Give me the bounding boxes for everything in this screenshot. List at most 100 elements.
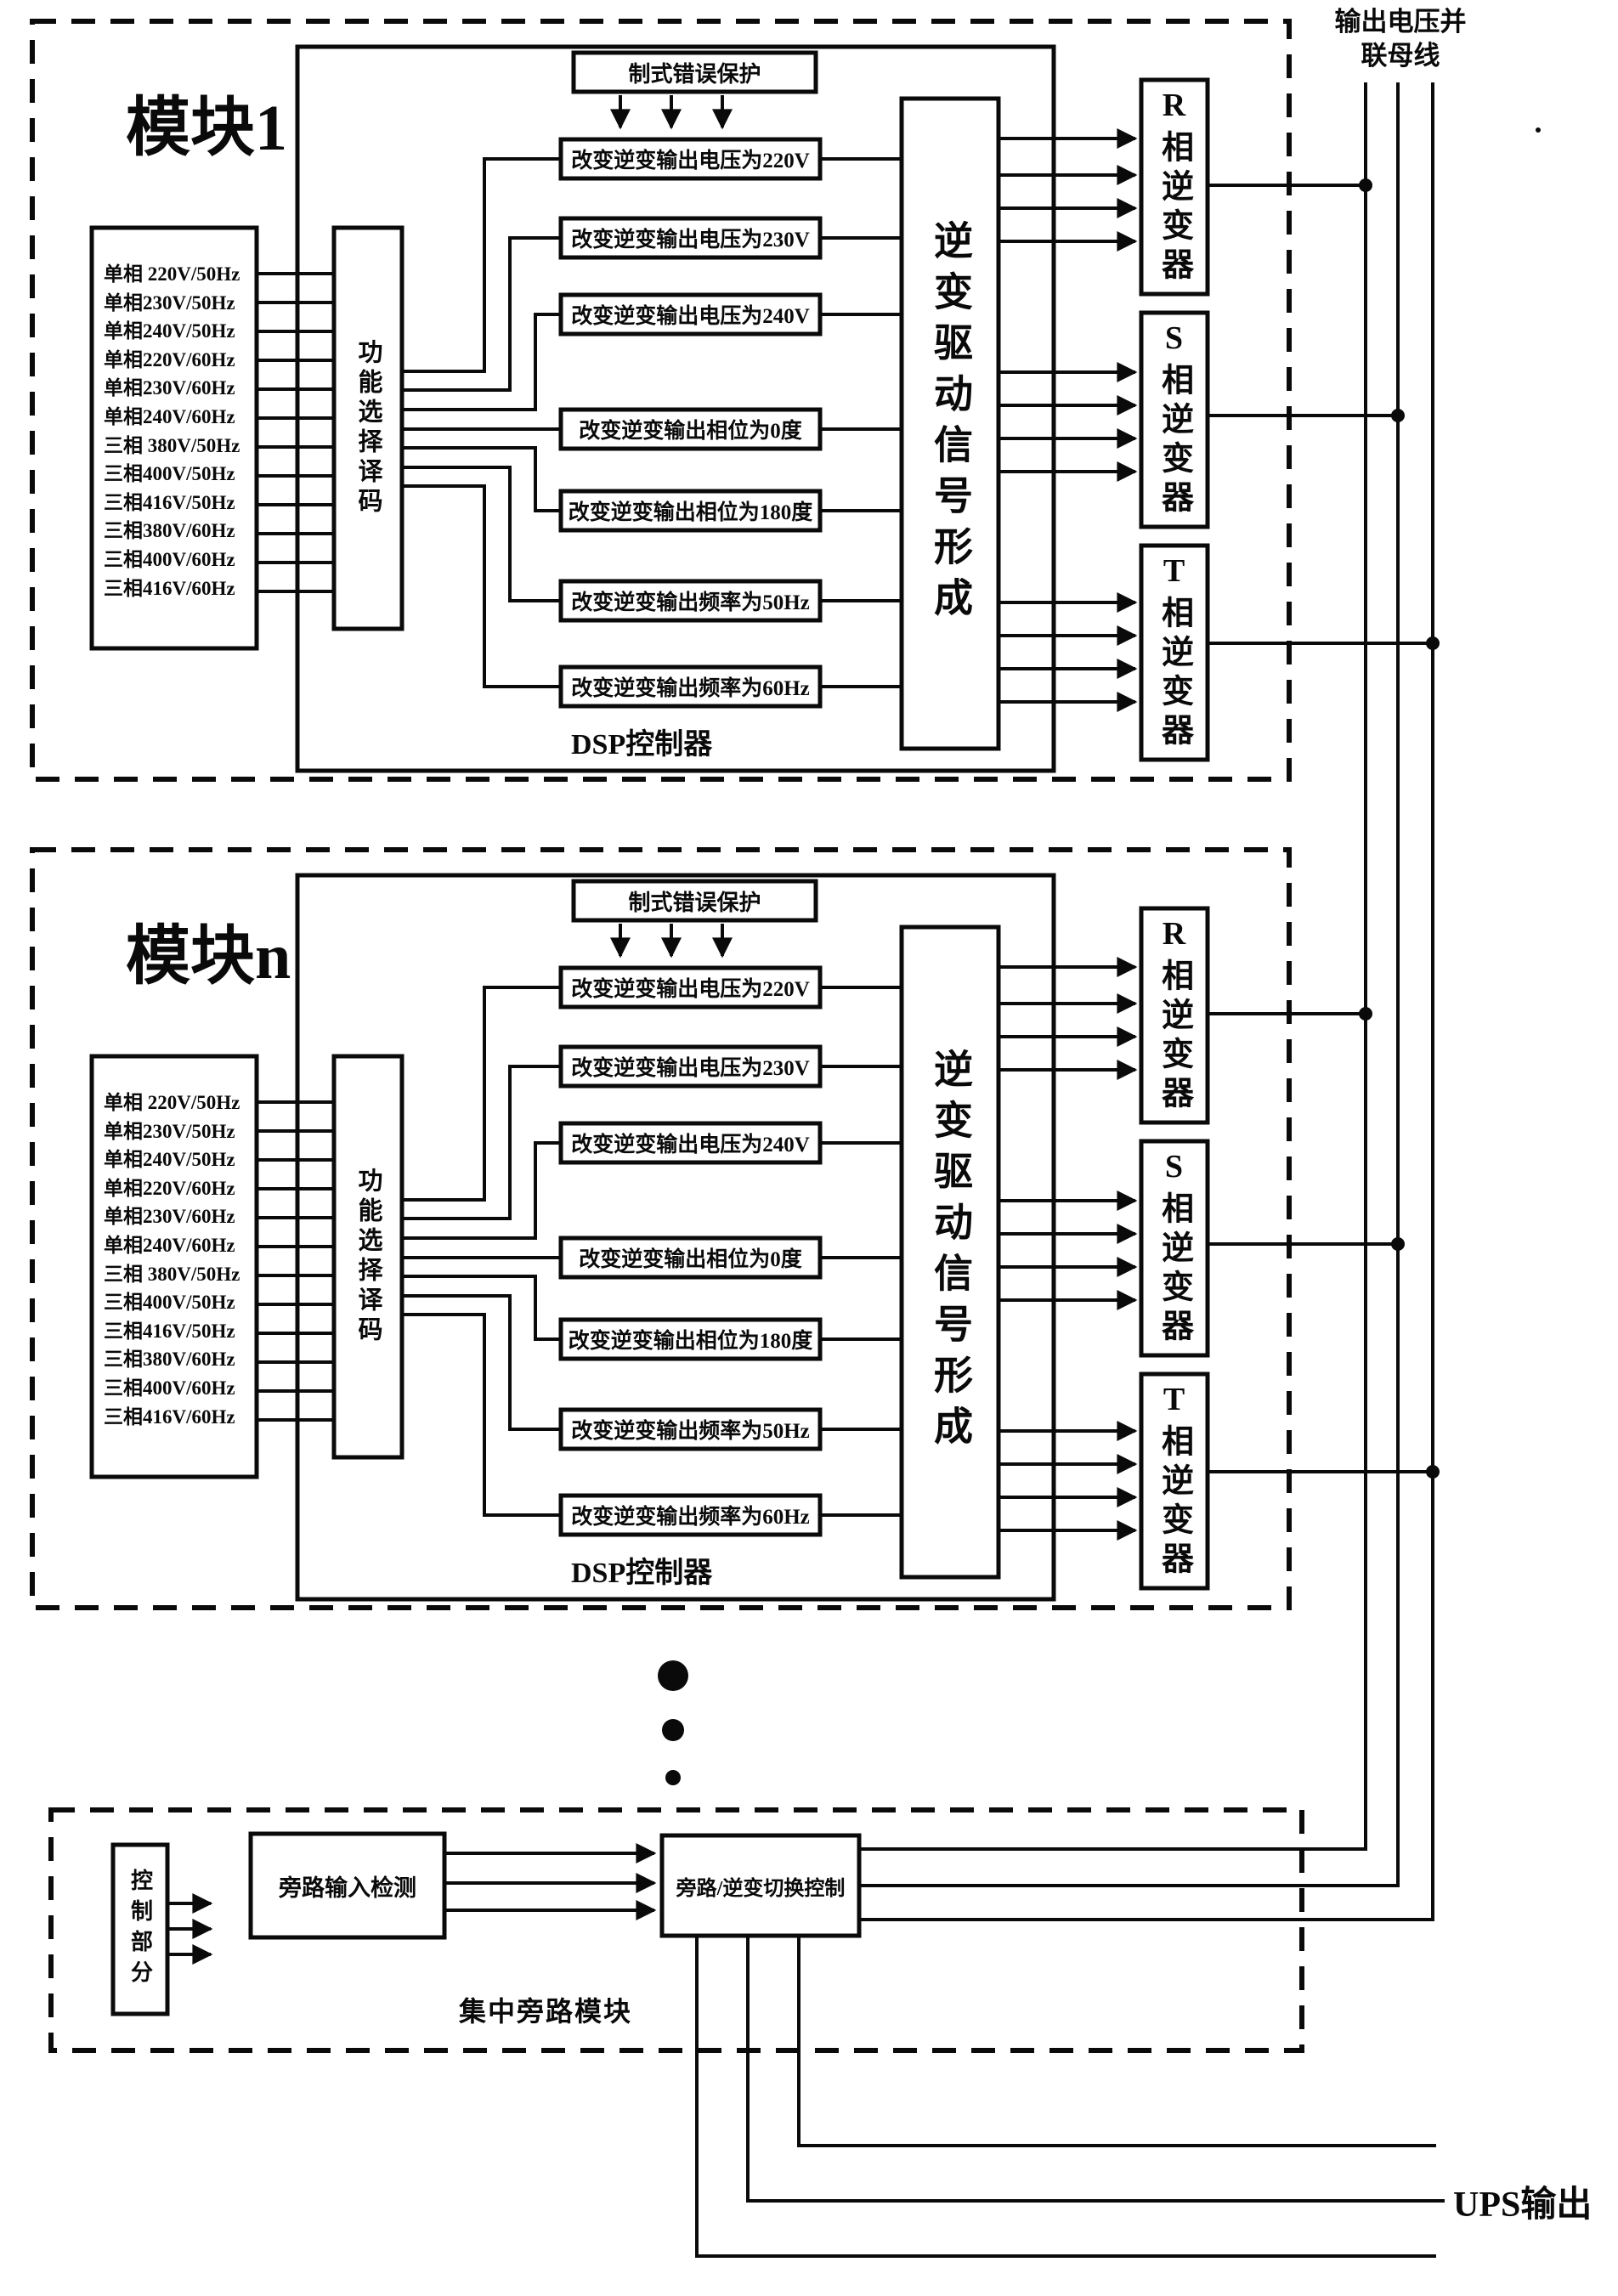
drive-signal-box: [899, 96, 1001, 751]
switch-output-line-ups: [746, 1936, 1445, 2203]
bypass-input-detect-box: [248, 1831, 447, 1940]
input-item: 单相220V/60Hz: [104, 1177, 235, 1199]
modulen-title: 模块n: [126, 921, 291, 992]
protection-box: [571, 50, 818, 94]
bypass-switch-control-box: [659, 1833, 862, 1938]
module-wiring: [30, 19, 1440, 782]
module1-driver-label-wrap: 逆变驱动信号形成: [902, 99, 999, 749]
module1-input-list: 单相 220V/50Hz 单相230V/50Hz 单相240V/50Hz 单相2…: [99, 260, 257, 602]
input-item: 三相416V/50Hz: [104, 1320, 235, 1342]
control-part-label: 控制部分: [127, 1868, 153, 1991]
function-label-60hz: 改变逆变输出频率为60Hz: [571, 1506, 810, 1529]
input-item: 三相 380V/50Hz: [104, 434, 240, 456]
bypass-dashed-frame: [48, 1807, 1304, 2053]
input-item: 单相230V/50Hz: [104, 1120, 235, 1142]
input-item: 三相380V/60Hz: [104, 1349, 235, 1371]
decoder-routing-lines: [402, 157, 561, 688]
function-label-240v: 改变逆变输出电压为240V: [571, 305, 810, 328]
module1-r-inverter-wrap: R相逆变器: [1141, 80, 1208, 294]
control-part-wrap: 控制部分: [113, 1845, 167, 2014]
module1-t-inverter-wrap: T相逆变器: [1141, 546, 1208, 760]
function-label-220v: 改变逆变输出电压为220V: [571, 150, 810, 172]
ellipsis-dot: [658, 1660, 688, 1691]
input-item: 单相240V/50Hz: [104, 1149, 235, 1171]
decoder-label: 功能选择译码: [354, 339, 382, 517]
input-item: 单相230V/60Hz: [104, 377, 235, 399]
function-label-240v: 改变逆变输出电压为240V: [571, 1134, 810, 1156]
input-item: 单相 220V/50Hz: [104, 263, 240, 285]
input-item: 单相230V/60Hz: [104, 1206, 235, 1228]
function-label-50hz: 改变逆变输出频率为50Hz: [571, 1420, 810, 1443]
s-inverter-label: S相逆变器: [1156, 1149, 1192, 1348]
decoder-label: 功能选择译码: [354, 1168, 382, 1346]
input-item: 三相416V/60Hz: [104, 577, 235, 599]
ellipsis-dot: [665, 1770, 681, 1785]
t-inverter-label: T相逆变器: [1156, 553, 1192, 752]
bypass-module-label: 集中旁路模块: [459, 1996, 633, 2027]
module1-title: 模块1: [126, 93, 287, 164]
function-label-phase0: 改变逆变输出相位为0度: [579, 420, 802, 443]
input-item: 三相 380V/50Hz: [104, 1263, 240, 1285]
switch-output-line-1: [797, 1936, 1436, 2147]
driver-label: 逆变驱动信号形成: [929, 1048, 972, 1456]
output-bus-lines: [859, 82, 1434, 1921]
bypass-module-wiring: [48, 1807, 1445, 2258]
modulen-decoder-label-wrap: 功能选择译码: [334, 1056, 402, 1457]
s-inverter-box: [1139, 310, 1210, 529]
bus-line-3: [859, 82, 1434, 1921]
bypass-switch-control-label: 旁路/逆变切换控制: [676, 1877, 846, 1900]
module1-s-inverter-wrap: S相逆变器: [1141, 313, 1208, 527]
output-bus-label-line2: 联母线: [1361, 41, 1440, 71]
ellipsis-dot: [662, 1719, 684, 1741]
function-label-220v: 改变逆变输出电压为220V: [571, 978, 810, 1001]
modulen-r-inverter-wrap: R相逆变器: [1141, 908, 1208, 1123]
function-label-50hz: 改变逆变输出频率为50Hz: [571, 591, 810, 614]
input-item: 三相400V/60Hz: [104, 1377, 235, 1399]
function-label-230v: 改变逆变输出电压为230V: [571, 1057, 810, 1080]
input-item: 单相240V/50Hz: [104, 320, 235, 342]
print-artifact-dot: [1536, 127, 1541, 133]
r-inverter-label: R相逆变器: [1156, 88, 1192, 286]
ups-output-label: UPS输出: [1453, 2186, 1593, 2225]
s-inverter-label: S相逆变器: [1156, 320, 1192, 519]
module1-decoder-label-wrap: 功能选择译码: [334, 228, 402, 629]
input-item: 单相 220V/50Hz: [104, 1092, 240, 1113]
input-item: 单相240V/60Hz: [104, 1234, 235, 1256]
input-connector-lines: [257, 272, 334, 593]
modules-ellipsis: [658, 127, 1541, 1785]
input-item: 三相416V/50Hz: [104, 491, 235, 513]
function-to-driver-lines: [820, 157, 902, 688]
modulen-input-list: 单相 220V/50Hz 单相230V/50Hz 单相240V/50Hz 单相2…: [99, 1089, 257, 1431]
input-item: 三相400V/60Hz: [104, 548, 235, 570]
input-item: 三相416V/60Hz: [104, 1405, 235, 1428]
input-item: 三相380V/60Hz: [104, 520, 235, 542]
input-standards-box: [89, 225, 259, 651]
input-item: 单相230V/50Hz: [104, 291, 235, 314]
function-label-60hz: 改变逆变输出频率为60Hz: [571, 677, 810, 700]
dsp-controller-frame: [295, 44, 1056, 773]
bus-line-1: [859, 82, 1367, 1851]
switch-output-line-3: [695, 1936, 1436, 2258]
dsp-label: DSP控制器: [571, 1558, 713, 1589]
function-label-phase0: 改变逆变输出相位为0度: [579, 1248, 802, 1271]
input-item: 单相240V/60Hz: [104, 405, 235, 427]
input-item: 三相400V/50Hz: [104, 463, 235, 485]
t-inverter-box: [1139, 543, 1210, 762]
module-dashed-frame: [30, 19, 1292, 782]
protection-label: 制式错误保护: [628, 61, 761, 87]
dsp-label: DSP控制器: [571, 729, 713, 761]
modulen-driver-label-wrap: 逆变驱动信号形成: [902, 927, 999, 1577]
protection-label: 制式错误保护: [628, 890, 761, 915]
output-bus-label: 输出电压并 联母线: [1309, 5, 1492, 73]
function-label-phase180: 改变逆变输出相位为180度: [568, 501, 813, 524]
function-label-phase180: 改变逆变输出相位为180度: [568, 1330, 813, 1353]
modulen-s-inverter-wrap: S相逆变器: [1141, 1141, 1208, 1355]
t-inverter-label: T相逆变器: [1156, 1382, 1192, 1581]
function-label-230v: 改变逆变输出电压为230V: [571, 229, 810, 252]
r-inverter-label: R相逆变器: [1156, 916, 1192, 1115]
input-item: 单相220V/60Hz: [104, 348, 235, 370]
bypass-input-detect-label: 旁路输入检测: [279, 1875, 416, 1901]
driver-label: 逆变驱动信号形成: [929, 219, 972, 628]
output-bus-label-line1: 输出电压并: [1334, 7, 1467, 37]
